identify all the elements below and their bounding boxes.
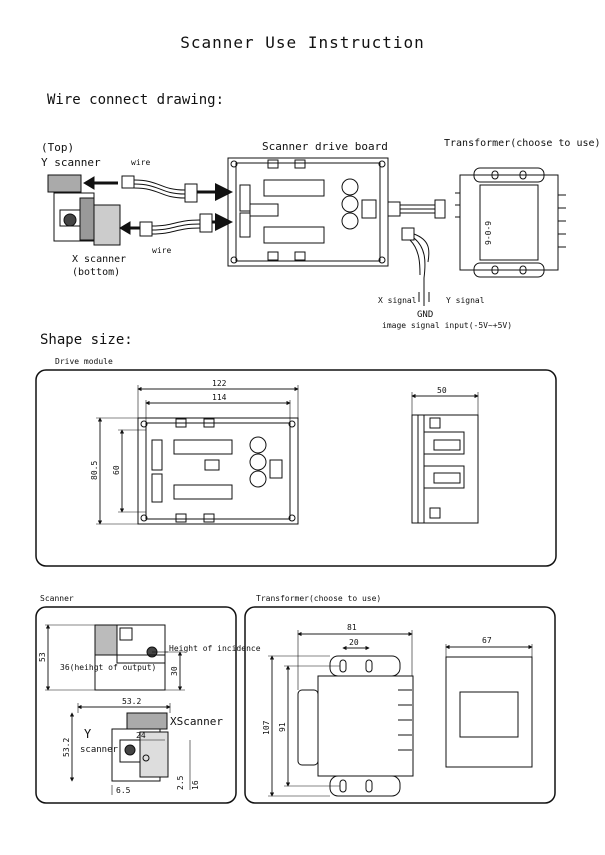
dim-20: 20 [349,638,359,647]
power-wire [387,199,446,219]
wire-label-top: wire [131,158,150,167]
drive-board-drawing [227,157,389,267]
scanner-frame [35,606,237,804]
x-scanner-label: X scanner [72,254,126,265]
transformer-panel: Transformer(choose to use) 81 20 107 [244,594,556,804]
transformer-front-view [297,655,414,797]
scanner-word: scanner [80,745,119,755]
dim-107: 107 [262,720,271,735]
drive-module-frame [35,369,557,567]
dim-6-5: 6.5 [116,786,131,795]
signal-input-wire [401,227,430,306]
x-signal-label: X signal [378,296,417,305]
transformer-side-view [445,656,533,768]
drive-module-top-view [137,417,299,525]
gnd-label: GND [417,310,433,320]
wire-harness-top [121,175,233,203]
dim-81: 81 [347,623,357,632]
transformer-panel-label: Transformer(choose to use) [256,594,381,603]
dim-122: 122 [212,379,227,388]
signal-arrow-y [83,176,118,190]
bottom-label: (bottom) [72,267,120,278]
transformer-mark: 9-0-9 [484,221,493,245]
dim-2-5: 2.5 [176,775,185,790]
dim-53-2-width: 53.2 [122,697,141,706]
dim-67: 67 [482,636,492,645]
drive-module-panel: Drive module 122 [35,357,557,567]
transformer-drawing [455,167,566,278]
y-signal-label: Y signal [446,296,485,305]
xy-scanner-assembly [47,174,121,246]
signal-arrow-x [119,221,140,235]
output-height-label: 36(heihgt of output) [60,663,156,672]
dim-50: 50 [437,386,447,395]
dim-91: 91 [278,722,287,732]
wire-harness-bottom [139,213,233,237]
dim-16: 16 [191,780,200,790]
transformer-frame [244,606,556,804]
page-title: Scanner Use Instruction [180,33,425,52]
wiring-diagram: (Top) Y scanner X scanner (bottom) wire [41,138,601,330]
top-label: (Top) [41,141,74,154]
drive-module-label: Drive module [55,357,113,366]
drive-module-side-view [411,414,479,524]
scanner-side-view [94,624,166,691]
dim-53: 53 [38,652,47,662]
transformer-label: Transformer(choose to use) [444,138,601,149]
shape-size-heading: Shape size: [40,332,133,348]
scanner-top-view [111,712,169,782]
image-input-label: image signal input(-5V~+5V) [382,321,512,330]
wire-connect-heading: Wire connect drawing: [47,92,225,108]
dim-30: 30 [170,666,179,676]
dim-53-2-height: 53.2 [62,738,71,757]
dim-80-5: 80.5 [90,461,99,480]
dim-60: 60 [112,465,121,475]
y-letter: Y [84,727,92,741]
incidence-label: Height of incidence [169,644,261,653]
scanner-panel-label: Scanner [40,594,74,603]
drive-board-label: Scanner drive board [262,140,388,153]
wire-label-bottom: wire [152,246,171,255]
dim-24: 24 [136,731,146,740]
scanner-panel: Scanner 53 36(heihgt of output) Height o… [35,594,261,804]
y-scanner-label: Y scanner [41,156,101,169]
dim-114: 114 [212,393,227,402]
xscanner-label: XScanner [170,715,223,728]
